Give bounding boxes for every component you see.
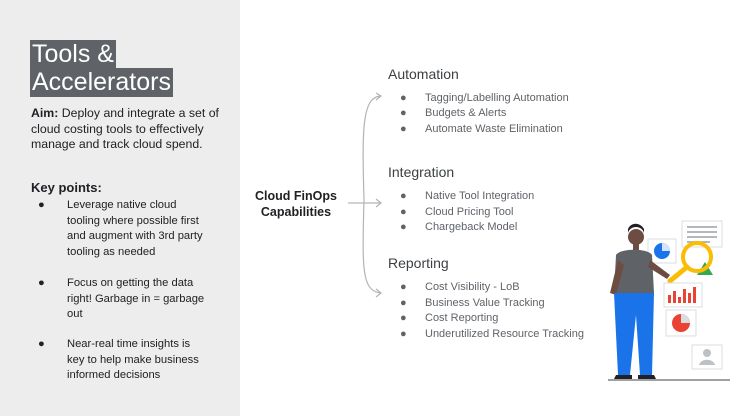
capabilities-label: Cloud FinOps Capabilities	[255, 189, 337, 219]
slide-title-line-2: Accelerators	[30, 68, 173, 97]
aim-paragraph: Aim: Deploy and integrate a set of cloud…	[31, 106, 236, 153]
bullet-icon: ●	[38, 277, 45, 289]
section-title-automation: Automation	[388, 66, 459, 82]
bullet-icon: ●	[400, 107, 407, 119]
key-points-heading: Key points:	[31, 180, 102, 195]
list-item: ●Tagging/Labelling Automation	[400, 92, 569, 104]
slide-title-line-1: Tools &	[30, 40, 116, 69]
bullet-icon: ●	[400, 297, 407, 309]
bullet-icon: ●	[400, 281, 407, 293]
analyst-illustration	[608, 220, 730, 381]
key-point-item: ● Focus on getting the data right! Garba…	[38, 276, 208, 323]
list-item: ●Native Tool Integration	[400, 190, 535, 202]
list-item: ●Cost Visibility - LoB	[400, 281, 520, 293]
bullet-icon: ●	[400, 123, 407, 135]
list-item: ●Underutilized Resource Tracking	[400, 328, 584, 340]
list-item: ●Chargeback Model	[400, 221, 518, 233]
bullet-icon: ●	[38, 338, 45, 350]
list-item: ●Business Value Tracking	[400, 297, 545, 309]
key-point-text: Near-real time insights is key to help m…	[67, 338, 199, 381]
bullet-icon: ●	[400, 221, 407, 233]
list-item: ●Cloud Pricing Tool	[400, 206, 514, 218]
key-point-text: Focus on getting the data right! Garbage…	[67, 277, 205, 320]
list-item: ●Budgets & Alerts	[400, 107, 507, 119]
list-item: ●Automate Waste Elimination	[400, 123, 563, 135]
key-point-item: ● Leverage native cloud tooling where po…	[38, 198, 208, 260]
brace-connector	[348, 92, 383, 298]
bullet-icon: ●	[38, 199, 45, 211]
bullet-icon: ●	[400, 328, 407, 340]
key-point-item: ● Near-real time insights is key to help…	[38, 337, 208, 384]
aim-label: Aim:	[31, 106, 59, 120]
bullet-icon: ●	[400, 92, 407, 104]
bullet-icon: ●	[400, 206, 407, 218]
bullet-icon: ●	[400, 312, 407, 324]
list-item: ●Cost Reporting	[400, 312, 499, 324]
section-title-reporting: Reporting	[388, 255, 449, 271]
bullet-icon: ●	[400, 190, 407, 202]
key-point-text: Leverage native cloud tooling where poss…	[67, 199, 203, 258]
aim-text: Deploy and integrate a set of cloud cost…	[31, 106, 219, 151]
section-title-integration: Integration	[388, 164, 455, 180]
